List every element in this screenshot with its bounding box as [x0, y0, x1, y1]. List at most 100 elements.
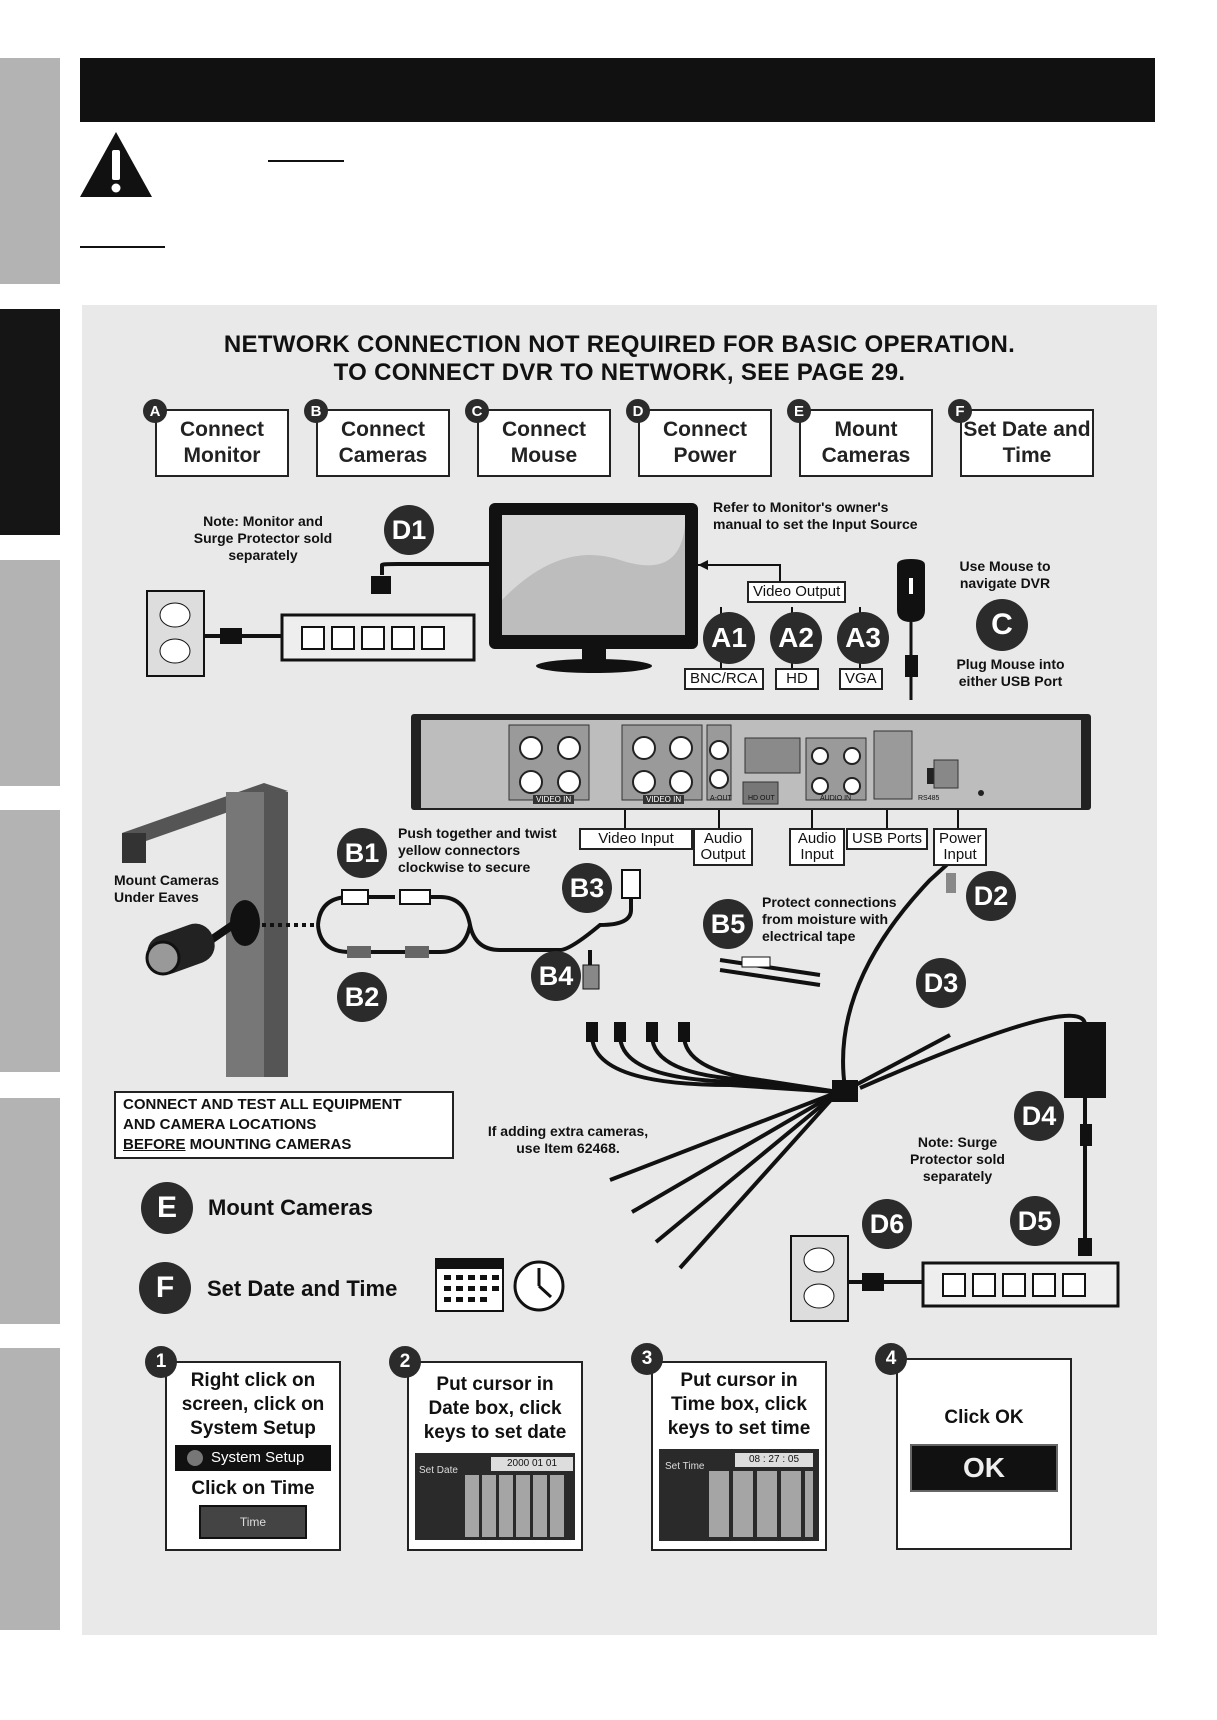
side-tab-1 [0, 58, 60, 284]
label-vga: VGA [839, 668, 883, 690]
instruction-1-sub: Click on Time [191, 1478, 315, 1499]
camera-graphic [145, 900, 260, 976]
step-connect-monitor: Connect Monitor [155, 409, 289, 477]
instruction-4-text: Click OK [944, 1407, 1024, 1428]
section-set-date-time: Set Date and Time [207, 1276, 398, 1301]
step-badge-f: F [948, 399, 972, 423]
dvr-label-video-in-1: VIDEO IN [533, 795, 575, 804]
callout-a2: A2 [770, 612, 822, 664]
warn-line-3: BEFORE MOUNTING CAMERAS [123, 1136, 352, 1153]
header-underline-1 [268, 160, 344, 162]
warn-line-1: CONNECT AND TEST ALL EQUIPMENT [123, 1096, 402, 1113]
note-monitor: Note: Monitor and Surge Protector sold s… [193, 513, 333, 563]
note-monitor-manual: Refer to Monitor's owner's manual to set… [713, 499, 918, 532]
step-connect-power: Connect Power [638, 409, 772, 477]
note-surge: Note: Surge Protector sold separately [910, 1134, 1005, 1184]
step-badge-c: C [465, 399, 489, 423]
wall-outlet-bottom [790, 1235, 849, 1322]
callout-b5: B5 [703, 899, 753, 949]
callout-d3: D3 [916, 958, 966, 1008]
system-setup-button[interactable]: System Setup [175, 1445, 331, 1471]
callout-d4: D4 [1014, 1091, 1064, 1141]
side-tab-5 [0, 1098, 60, 1324]
note-mount-eaves: Mount Cameras Under Eaves [114, 872, 220, 905]
step-badge-d: D [626, 399, 650, 423]
header-bar [80, 58, 1155, 122]
section-badge-f: F [139, 1262, 191, 1314]
callout-a3: A3 [837, 612, 889, 664]
dvr-label-a-out: A-OUT [710, 795, 732, 802]
time-setting-screen: Set Time 08 : 27 : 05 [659, 1449, 819, 1541]
surge-protector-top [280, 613, 476, 662]
dvr-label-rs485: RS485 [918, 795, 940, 802]
callout-c: C [976, 599, 1028, 651]
warn-before: BEFORE [123, 1136, 186, 1153]
dvr-label-audio-in: AUDIO IN [820, 795, 852, 802]
dvr-label-hd-out: HD OUT [748, 795, 775, 802]
date-setting-screen: Set Date 2000 01 01 [415, 1453, 575, 1540]
label-audio-input: Audio Input [789, 828, 845, 866]
side-tab-3 [0, 560, 60, 786]
step-badge-b: B [304, 399, 328, 423]
header-underline-2 [80, 246, 165, 248]
set-date-field[interactable]: 2000 01 01 [491, 1457, 573, 1471]
dvr-unit [411, 714, 1091, 810]
note-push-together: Push together and twist yellow connector… [398, 825, 557, 875]
step-badge-e: E [787, 399, 811, 423]
instruction-step-1: Right click on screen, click on System S… [165, 1361, 341, 1551]
monitor-graphic [489, 503, 698, 673]
note-mouse-plug: Plug Mouse into either USB Port [956, 656, 1065, 689]
set-date-label: Set Date [419, 1465, 458, 1476]
instruction-badge-1: 1 [145, 1346, 177, 1378]
label-power-input: Power Input [933, 828, 987, 866]
instruction-step-3: Put cursor in Time box, click keys to se… [651, 1361, 827, 1551]
time-button[interactable]: Time [199, 1505, 307, 1539]
warn-line-2: AND CAMERA LOCATIONS [123, 1116, 317, 1133]
side-tab-2 [0, 309, 60, 535]
label-bnc-rca: BNC/RCA [684, 668, 764, 690]
warning-icon [80, 132, 152, 197]
label-hd: HD [775, 668, 819, 690]
callout-d6: D6 [862, 1199, 912, 1249]
label-usb-ports: USB Ports [846, 828, 929, 850]
heading-line-2: TO CONNECT DVR TO NETWORK, SEE PAGE 29. [333, 359, 906, 386]
instruction-2-text: Put cursor in Date box, click keys to se… [423, 1374, 567, 1443]
callout-a1: A1 [703, 612, 755, 664]
step-connect-cameras: Connect Cameras [316, 409, 450, 477]
instruction-badge-2: 2 [389, 1346, 421, 1378]
callout-b2: B2 [337, 972, 387, 1022]
ok-button[interactable]: OK [910, 1444, 1058, 1492]
note-extra-cameras: If adding extra cameras, use Item 62468. [487, 1123, 649, 1156]
callout-d1: D1 [384, 505, 434, 555]
set-time-label: Set Time [665, 1461, 705, 1472]
callout-b1: B1 [337, 828, 387, 878]
label-video-input: Video Input [579, 828, 693, 850]
time-keypad[interactable] [709, 1471, 813, 1537]
callout-b3: B3 [562, 863, 612, 913]
callout-d5: D5 [1010, 1196, 1060, 1246]
step-set-date-time: Set Date and Time [960, 409, 1094, 477]
step-connect-mouse: Connect Mouse [477, 409, 611, 477]
instruction-step-4: Click OK OK [896, 1358, 1072, 1550]
side-tab-6 [0, 1348, 60, 1630]
wall-outlet-top [146, 590, 205, 677]
callout-b4: B4 [531, 951, 581, 1001]
side-tab-4 [0, 810, 60, 1072]
step-badge-a: A [143, 399, 167, 423]
instruction-badge-3: 3 [631, 1343, 663, 1375]
setup-icon [187, 1450, 203, 1466]
label-audio-output: Audio Output [693, 828, 753, 866]
label-video-output: Video Output [747, 581, 847, 603]
heading-line-1: NETWORK CONNECTION NOT REQUIRED FOR BASI… [223, 331, 1016, 358]
instruction-step-2: Put cursor in Date box, click keys to se… [407, 1361, 583, 1551]
dvr-label-video-in-2: VIDEO IN [643, 795, 685, 804]
date-keypad[interactable] [465, 1475, 565, 1537]
section-mount-cameras: Mount Cameras [208, 1195, 374, 1220]
section-badge-e: E [141, 1182, 193, 1234]
instruction-1-text: Right click on screen, click on System S… [181, 1370, 325, 1439]
note-protect: Protect connections from moisture with e… [762, 894, 897, 944]
surge-protector-bottom [921, 1261, 1120, 1308]
instruction-badge-4: 4 [875, 1343, 907, 1375]
set-time-field[interactable]: 08 : 27 : 05 [735, 1453, 813, 1467]
